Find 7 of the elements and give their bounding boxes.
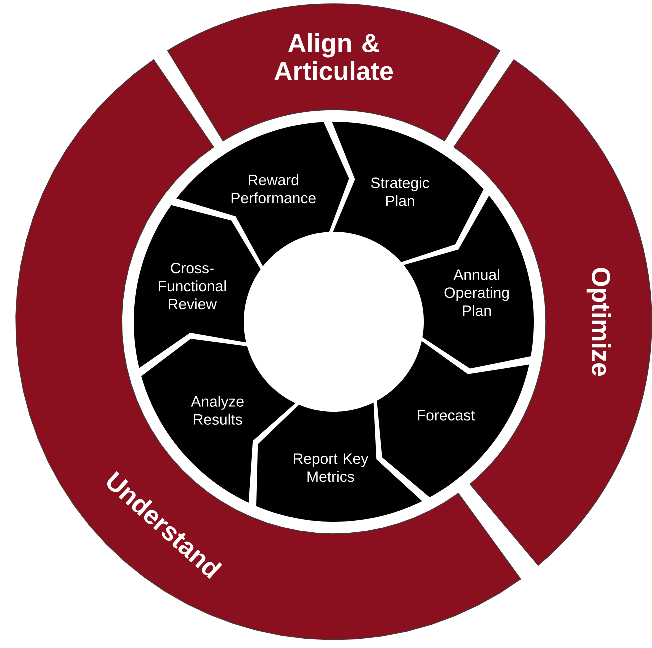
node-label: Reward Performance xyxy=(232,174,316,204)
chevron-segment: Strategic Plan xyxy=(332,122,484,262)
chevron-segment: Forecast xyxy=(377,341,530,498)
node-label: Report Key Metrics xyxy=(294,454,369,482)
ring-segment: Align & Articulate xyxy=(167,4,501,142)
chevron-segment: Cross-Functional Review xyxy=(134,205,261,368)
node-label: Analyze Results xyxy=(191,396,244,425)
